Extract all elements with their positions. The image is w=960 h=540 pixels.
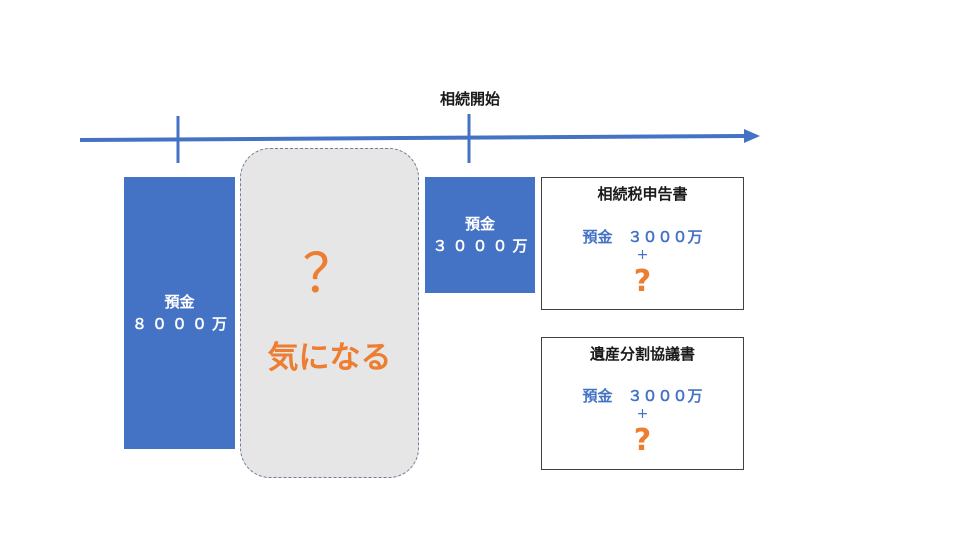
estate-division-title: 遺産分割協議書: [589, 345, 695, 363]
estate-division-plus: +: [636, 406, 649, 422]
deposit-after-block: 預金 ３０００万: [425, 177, 535, 293]
tax-return-title: 相続税申告書: [597, 185, 688, 203]
timeline-arrow-line: [79, 134, 745, 142]
estate-division-question: ?: [633, 423, 652, 458]
tax-return-box: [541, 177, 744, 310]
unknown-question-mark: ？: [302, 242, 357, 305]
deposit-before-label: 預金: [164, 293, 195, 311]
estate-division-box: [541, 337, 744, 470]
timeline-label: 相続開始: [439, 90, 500, 108]
deposit-before-block: 預金 ８０００万: [124, 177, 235, 449]
unknown-period-box: [240, 148, 419, 478]
deposit-after-amount: ３０００万: [432, 237, 533, 255]
estate-division-amount: 預金 ３０００万: [582, 387, 703, 405]
tax-return-amount: 預金 ３０００万: [582, 228, 703, 246]
unknown-caption: 気になる: [267, 340, 392, 376]
deposit-after-label: 預金: [464, 215, 495, 233]
deposit-before-amount: ８０００万: [131, 315, 232, 333]
timeline-arrow-head: [744, 129, 760, 143]
tax-return-question: ?: [633, 264, 652, 299]
tax-return-plus: +: [636, 247, 649, 263]
